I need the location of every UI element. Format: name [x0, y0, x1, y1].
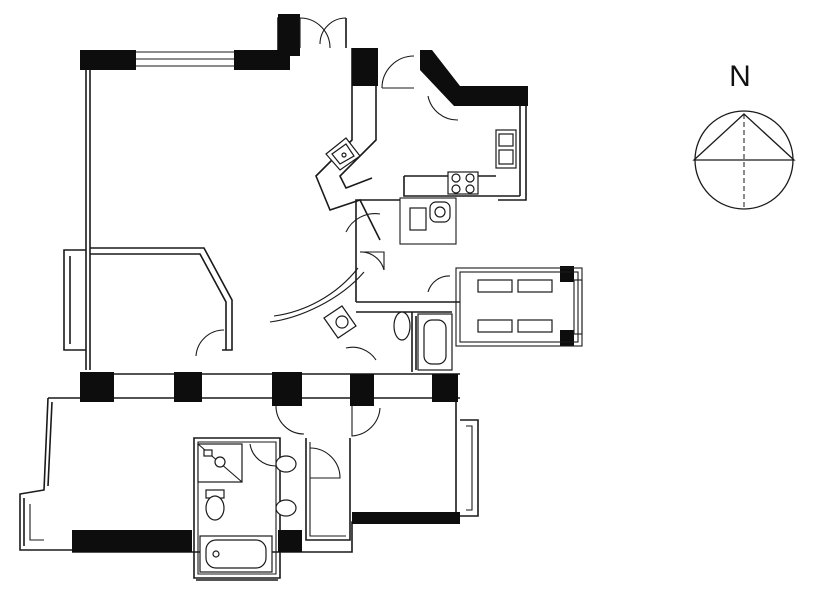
north-label: N [729, 60, 751, 93]
kitchen-fixtures [325, 129, 517, 195]
balcony [455, 267, 583, 347]
walls [19, 17, 527, 581]
solid-columns [72, 14, 574, 552]
powder-room-fixtures [399, 197, 457, 245]
doors [195, 17, 459, 479]
service-bath-fixtures [323, 305, 453, 371]
master-bath-fixtures [197, 443, 297, 573]
compass: N [692, 60, 796, 210]
